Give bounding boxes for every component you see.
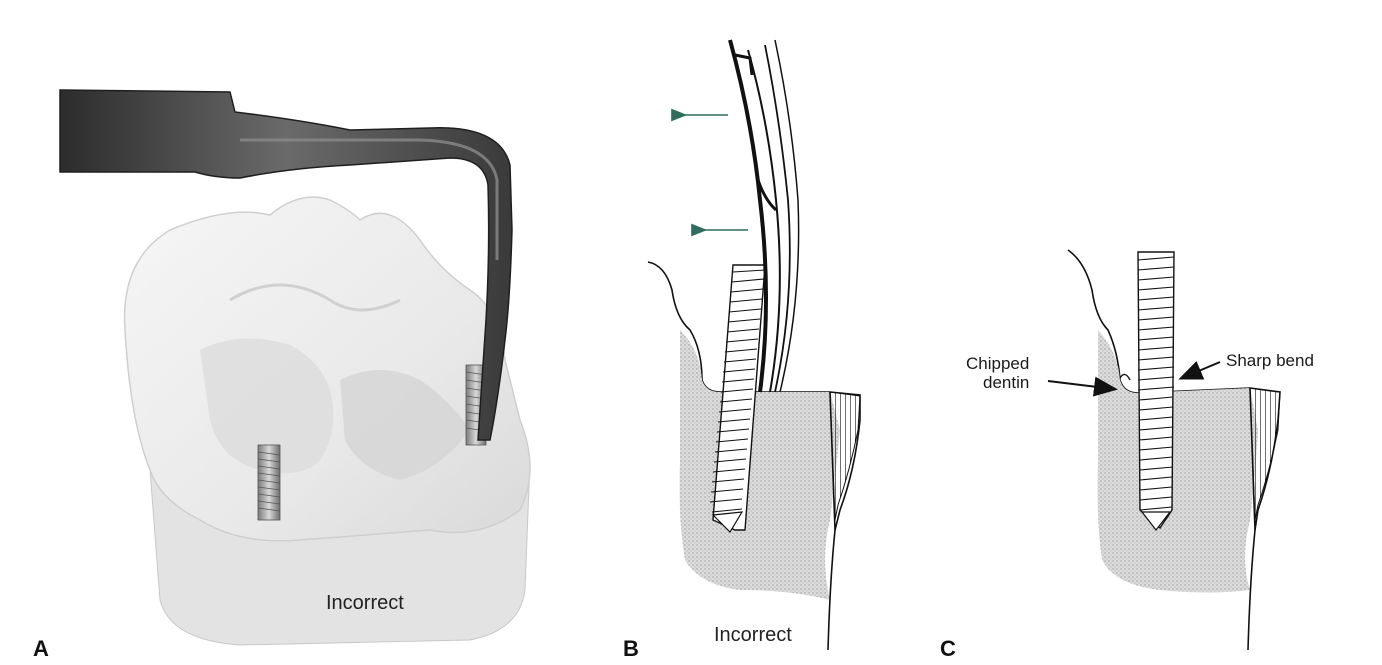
panel-b-letter: B — [623, 636, 639, 662]
panel-c-letter: C — [940, 636, 956, 662]
panel-a-caption: Incorrect — [326, 592, 404, 615]
panel-c — [1048, 250, 1280, 650]
sharp-bend-arrow — [1182, 362, 1220, 378]
panel-a-letter: A — [33, 636, 49, 662]
chipped-dentin-label-line1: Chipped — [966, 354, 1029, 373]
dentin-region-b — [680, 330, 840, 600]
panel-a — [60, 90, 530, 645]
panel-b-caption: Incorrect — [714, 624, 792, 647]
enamel-hatch-c — [1250, 388, 1280, 520]
pin-c — [1138, 252, 1174, 530]
sharp-bend-label: Sharp bend — [1226, 351, 1314, 370]
chipped-dentin-label-line2: dentin — [983, 373, 1029, 392]
panel-b — [648, 40, 860, 650]
chipped-notch — [1120, 374, 1130, 380]
